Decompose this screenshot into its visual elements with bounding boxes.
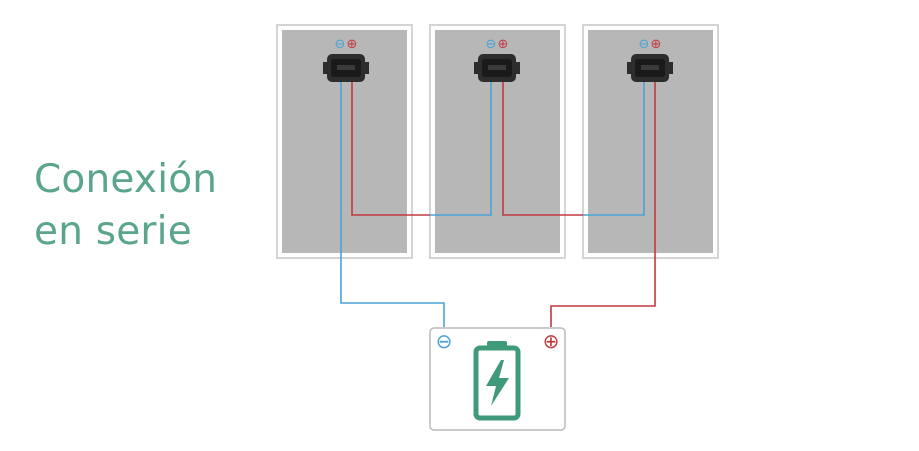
panel-1-negative-symbol: ⊖ [335, 37, 346, 52]
negative-wire-panel-2 [430, 80, 492, 216]
positive-wire-to-battery [550, 80, 656, 327]
positive-wire-panel-1 [351, 80, 430, 216]
negative-wire-panel-3 [583, 80, 645, 216]
junction-box-3 [627, 54, 673, 82]
wiring [340, 80, 656, 327]
junction-box-1 [323, 54, 369, 82]
panel-2-positive-symbol: ⊕ [498, 37, 509, 52]
negative-wire-to-battery [340, 80, 445, 327]
panel-3-negative-symbol: ⊖ [639, 37, 650, 52]
battery-positive-symbol: ⊕ [543, 329, 560, 353]
panel-3-positive-symbol: ⊕ [651, 37, 662, 52]
junction-box-2 [474, 54, 520, 82]
diagram-title-line-2: en serie [34, 209, 192, 254]
battery-negative-symbol: ⊖ [436, 329, 453, 353]
battery: ⊖ ⊕ [429, 327, 566, 431]
panel-1-positive-symbol: ⊕ [347, 37, 358, 52]
positive-wire-panel-2 [502, 80, 583, 216]
solar-panel-1 [276, 24, 413, 259]
panel-2-negative-symbol: ⊖ [486, 37, 497, 52]
diagram-title-line-1: Conexión [34, 157, 218, 202]
battery-charging-icon [473, 341, 521, 421]
terminal-symbols: ⊖ ⊕ ⊖ ⊕ ⊖ ⊕ [335, 37, 662, 52]
